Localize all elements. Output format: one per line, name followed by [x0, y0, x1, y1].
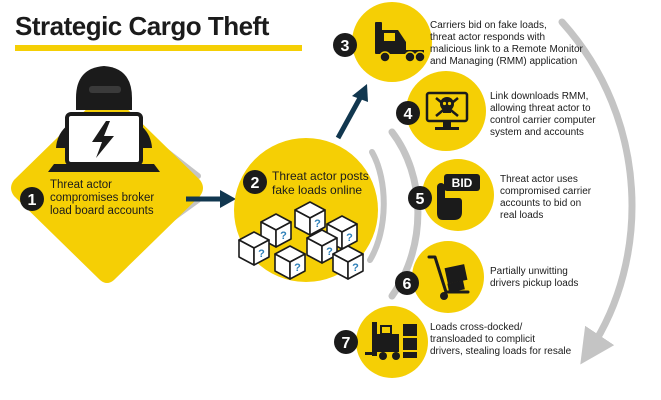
- step-7-text: Loads cross-docked/ transloaded to compl…: [430, 322, 572, 357]
- step-1: 1 Threat actor compromises broker load b…: [11, 66, 203, 283]
- skull-monitor-icon: [425, 91, 469, 130]
- step-3-number: 3: [341, 38, 350, 55]
- page-title: Strategic Cargo Theft: [15, 11, 270, 41]
- step-3: 3 Carriers bid on fake loads, threat act…: [333, 2, 586, 82]
- step-3-text: Carriers bid on fake loads, threat actor…: [430, 20, 586, 67]
- step-2-text: Threat actor posts fake loads online: [272, 169, 372, 197]
- step-5-circle: [422, 159, 494, 231]
- forklift-icon: [365, 322, 417, 360]
- semi-truck-icon: [375, 22, 426, 63]
- arrow-step2-to-step3: [335, 84, 368, 140]
- step-6: 6 Partially unwitting drivers pickup loa…: [395, 241, 578, 313]
- step-2-number: 2: [251, 175, 260, 192]
- bid-hand-icon: BID: [437, 174, 480, 220]
- step-4-text: Link downloads RMM, allowing threat acto…: [490, 91, 598, 138]
- step-2: 2 Threat actor posts fake loads online: [234, 138, 378, 282]
- hand-truck-icon: [427, 255, 470, 300]
- step-7-number: 7: [342, 335, 351, 352]
- step-5-number: 5: [416, 191, 425, 208]
- step-5-number-badge: [408, 186, 432, 210]
- step-6-number: 6: [403, 276, 412, 293]
- step-4-number: 4: [404, 106, 413, 123]
- step-2-number-badge: [243, 170, 267, 194]
- step-5-text: Threat actor uses compromised carrier ac…: [500, 174, 594, 221]
- hacker-laptop-icon: [48, 66, 160, 172]
- step-6-number-badge: [395, 271, 419, 295]
- step-4-number-badge: [396, 101, 420, 125]
- step-1-text: Threat actor compromises broker load boa…: [50, 179, 157, 217]
- arrow-step1-to-step2: [186, 190, 236, 208]
- step-4: 4 Link downloads RMM, allowing threat ac…: [396, 71, 598, 151]
- step-3-number-badge: [333, 33, 357, 57]
- step-7-number-badge: [334, 330, 358, 354]
- title-underline: [15, 45, 302, 51]
- step2-outer-arc: [367, 149, 387, 263]
- step-5: BID 5 Threat actor uses compromised carr…: [408, 159, 594, 231]
- step-1-number: 1: [28, 192, 37, 209]
- bid-badge-label: BID: [452, 176, 473, 190]
- step-1-number-badge: [20, 187, 44, 211]
- step-sequence-arc: [558, 18, 636, 365]
- step-7: 7 Loads cross-docked/ transloaded to com…: [334, 306, 572, 378]
- step-6-text: Partially unwitting drivers pickup loads: [490, 266, 578, 289]
